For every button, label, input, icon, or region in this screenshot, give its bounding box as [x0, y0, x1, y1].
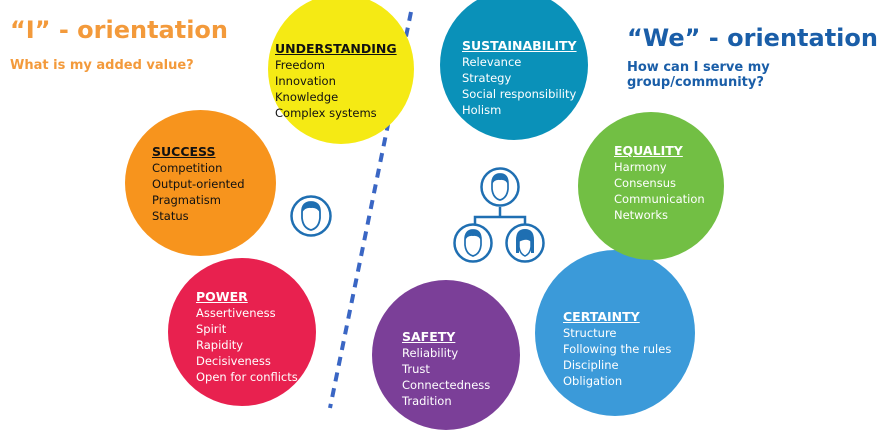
- value-title: SUCCESS: [152, 144, 216, 159]
- success-circle: [125, 110, 276, 256]
- value-item: Assertiveness: [196, 306, 276, 320]
- certainty-block: CERTAINTY Structure Following the rules …: [563, 309, 671, 389]
- certainty-circle: [535, 250, 695, 416]
- understanding-circle: [268, 0, 414, 144]
- value-item: Social responsibility: [462, 87, 577, 101]
- value-item: Communication: [614, 192, 705, 206]
- we-orientation-title: “We” - orientation: [627, 24, 878, 52]
- value-item: Discipline: [563, 358, 619, 372]
- value-item: Rapidity: [196, 338, 244, 352]
- value-title: UNDERSTANDING: [275, 41, 397, 56]
- value-item: Spirit: [196, 322, 227, 336]
- value-item: Connectedness: [402, 378, 491, 392]
- value-title: EQUALITY: [614, 143, 683, 158]
- value-item: Freedom: [275, 58, 325, 72]
- value-item: Pragmatism: [152, 193, 221, 207]
- value-title: CERTAINTY: [563, 309, 640, 324]
- value-item: Output-oriented: [152, 177, 245, 191]
- i-orientation-title: “I” - orientation: [10, 16, 229, 44]
- value-title: SAFETY: [402, 329, 456, 344]
- group-hierarchy-icon: [453, 167, 545, 263]
- equality-block: EQUALITY Harmony Consensus Communication…: [614, 143, 705, 223]
- value-item: Reliability: [402, 346, 459, 360]
- safety-block: SAFETY Reliability Trust Connectedness T…: [402, 329, 490, 409]
- value-item: Tradition: [402, 394, 452, 408]
- safety-circle: [372, 280, 520, 430]
- value-item: Status: [152, 209, 189, 223]
- value-item: Consensus: [614, 176, 676, 190]
- value-item: Competition: [152, 161, 223, 175]
- value-item: Harmony: [614, 160, 667, 174]
- power-circle: [168, 258, 316, 406]
- value-item: Obligation: [563, 374, 623, 388]
- value-item: Strategy: [462, 71, 512, 85]
- sustainability-circle: [440, 0, 588, 140]
- sustainability-block: SUSTAINABILITY Relevance Strategy Social…: [462, 38, 577, 118]
- i-orientation-subtitle: What is my added value?: [10, 58, 194, 73]
- value-item: Relevance: [462, 55, 522, 69]
- value-item: Structure: [563, 326, 617, 340]
- value-item: Trust: [402, 362, 430, 376]
- value-item: Innovation: [275, 74, 336, 88]
- value-item: Knowledge: [275, 90, 339, 104]
- value-item: Decisiveness: [196, 354, 271, 368]
- we-orientation-subtitle: How can I serve my group/community?: [627, 60, 770, 90]
- value-item: Following the rules: [563, 342, 672, 356]
- equality-circle: [578, 112, 724, 260]
- value-title: POWER: [196, 289, 248, 304]
- value-title: SUSTAINABILITY: [462, 38, 577, 53]
- person-icon: [290, 195, 332, 237]
- power-block: POWER Assertiveness Spirit Rapidity Deci…: [196, 289, 298, 385]
- value-item: Complex systems: [275, 106, 377, 120]
- value-item: Networks: [614, 208, 669, 222]
- success-block: SUCCESS Competition Output-oriented Prag…: [152, 144, 245, 224]
- value-item: Holism: [462, 103, 502, 117]
- value-item: Open for conflicts: [196, 370, 298, 384]
- understanding-block: UNDERSTANDING Freedom Innovation Knowled…: [275, 41, 397, 121]
